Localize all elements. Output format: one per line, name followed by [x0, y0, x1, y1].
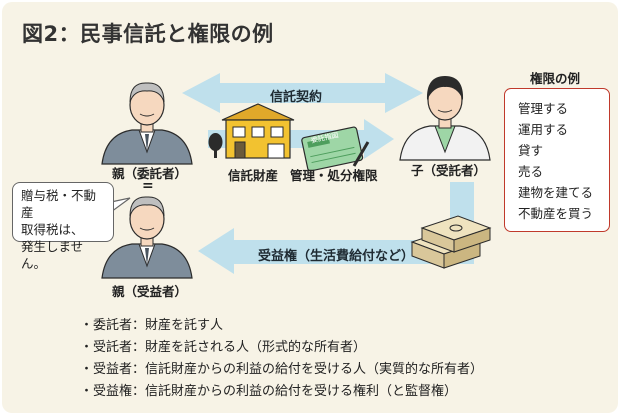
rights-item: 売る [518, 164, 544, 179]
definitions-list: ・委託者：財産を託す人 ・受託者：財産を託される人（形式的な所有者） ・受益者：… [80, 315, 483, 403]
rights-title: 権限の例 [530, 71, 581, 86]
rights-item: 建物を建てる [518, 185, 594, 200]
definition-item: ・受益者：信託財産からの利益の給付を受ける人（実質的な所有者） [80, 362, 484, 377]
management-authority-label: 管理・処分権限 [290, 168, 378, 183]
settlor-figure [101, 82, 193, 165]
trust-contract-label: 信託契約 [270, 90, 323, 105]
trustee-figure [399, 76, 491, 161]
money-stack-icon [410, 215, 492, 269]
figure-title: 図2：民事信託と権限の例 [22, 22, 274, 46]
rights-item: 不動産を買う [518, 206, 594, 221]
property-transfer-arrow [208, 119, 394, 159]
rights-item: 運用する [518, 122, 569, 137]
benefit-arrow [198, 182, 474, 274]
diagram-art [101, 73, 492, 279]
beneficiary-label: 親（受益者） [112, 284, 188, 299]
rights-item: 貸す [518, 143, 544, 158]
beneficiary-figure [101, 196, 193, 279]
trustee-label: 子（受託者） [411, 163, 487, 178]
trust-property-label: 信託財産 [228, 168, 279, 183]
pen-icon [352, 141, 370, 167]
definition-item: ・委託者：財産を託す人 [80, 318, 224, 333]
beneficial-right-label: 受益権（生活費給付など） [258, 249, 415, 264]
equals-sign: = [142, 178, 154, 194]
authority-card-icon [301, 126, 364, 172]
tree-icon [208, 133, 223, 158]
bubble-line: 発生しません。 [21, 239, 84, 271]
bubble-line: 取得税は、 [21, 222, 84, 237]
tax-note-bubble: 贈与税・不動産 取得税は、 発生しません。 [12, 182, 114, 271]
definition-item: ・受益権：信託財産からの利益の給付を受ける権利（と監督権） [80, 384, 458, 399]
bubble-line: 贈与税・不動産 [21, 188, 97, 220]
settlor-label: 親（委託者） [112, 166, 188, 181]
rights-list: 管理する 運用する 貸す 売る 建物を建てる 不動産を買う [504, 88, 610, 232]
diagram-frame: 図2：民事信託と権限の例 [2, 2, 618, 413]
rights-item: 管理する [518, 101, 569, 116]
definition-item: ・受託者：財産を託される人（形式的な所有者） [80, 340, 367, 355]
trust-contract-arrow [182, 73, 423, 113]
house-icon [221, 103, 295, 159]
